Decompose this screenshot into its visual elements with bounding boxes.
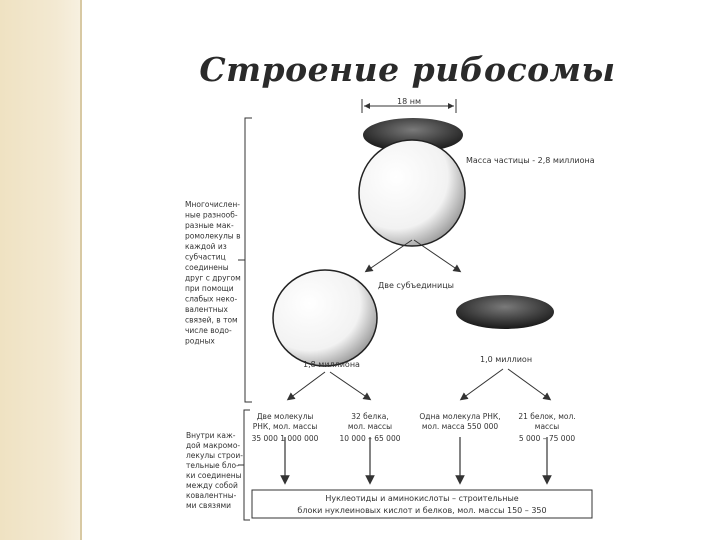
left-note-top-line: родных <box>185 337 215 346</box>
left-note-top-line: ные разнооб- <box>185 211 238 220</box>
component-label-line: мол. масса 550 000 <box>422 422 499 431</box>
left-note-top-line: ромолекулы в <box>185 232 241 241</box>
building-blocks-box <box>251 489 593 519</box>
bottom-box-line-1: Нуклеотиды и аминокислоты – строительные <box>325 494 518 503</box>
separated-bean <box>456 295 554 329</box>
bracket-bottom <box>243 409 250 521</box>
mass-label: Масса частицы - 2,8 миллиона <box>466 156 595 165</box>
left-note-top-line: валентных <box>185 305 229 314</box>
left-note-top: Многочислен-ные разнооб-разные мак-ромол… <box>185 200 241 346</box>
decorative-side-band <box>0 0 80 540</box>
component-label-line: массы <box>535 422 560 431</box>
left-note-top-line: соединены <box>185 263 229 272</box>
left-note-bottom-line: ки соединены <box>186 471 242 480</box>
left-note-bottom-line: лекулы строи- <box>186 451 243 460</box>
left-note-top-line: числе водо- <box>185 326 232 335</box>
arrow-to-sphere <box>364 239 413 273</box>
mass-small: 1,0 миллион <box>480 355 532 364</box>
separated-sphere <box>272 269 378 367</box>
left-note-top-line: связей, в том <box>185 316 238 325</box>
left-note-bottom: Внутри каж-дой макромо-лекулы строи-тель… <box>186 431 243 510</box>
decorative-side-rule <box>80 0 82 540</box>
page-title: Строение рибосомы <box>199 50 616 89</box>
component-label-line: Одна молекула РНК, <box>419 412 500 421</box>
component-label-line: мол. массы <box>348 422 392 431</box>
left-note-bottom-line: ковалентны- <box>186 491 237 500</box>
two-subunits-label: Две субъединицы <box>378 281 454 290</box>
bottom-box-line-2: блоки нуклеиновых кислот и белков, мол. … <box>297 506 546 515</box>
left-note-bottom-line: ми связями <box>186 501 231 510</box>
left-note-top-line: при помощи <box>185 284 234 293</box>
dimension-marker: 18 нм <box>361 97 457 113</box>
arrow-to-bean <box>413 239 462 273</box>
bracket-top <box>244 117 252 403</box>
component-label-line: Две молекулы <box>257 412 314 421</box>
left-note-top-line: друг с другом <box>185 274 241 283</box>
left-note-bottom-line: дой макромо- <box>186 441 240 450</box>
small-subunit-shape <box>358 139 466 247</box>
left-note-top-line: субчастиц <box>185 253 226 262</box>
component-label-line: РНК, мол. массы <box>253 422 318 431</box>
left-note-bottom-line: между собой <box>186 481 238 490</box>
component-label-line: 32 белка, <box>351 412 388 421</box>
left-note-top-line: Многочислен- <box>185 200 240 209</box>
mass-large: 1,8 миллиона <box>303 360 360 369</box>
left-note-top-line: каждой из <box>185 242 227 251</box>
large-subunit-shape <box>363 118 463 152</box>
left-note-top-line: слабых неко- <box>185 295 238 304</box>
left-note-bottom-line: тельные бло- <box>186 461 239 470</box>
left-note-top-line: разные мак- <box>185 221 234 230</box>
component-label-line: 21 белок, мол. <box>518 412 575 421</box>
left-note-bottom-line: Внутри каж- <box>186 431 236 440</box>
dimension-label: 18 нм <box>397 97 421 106</box>
